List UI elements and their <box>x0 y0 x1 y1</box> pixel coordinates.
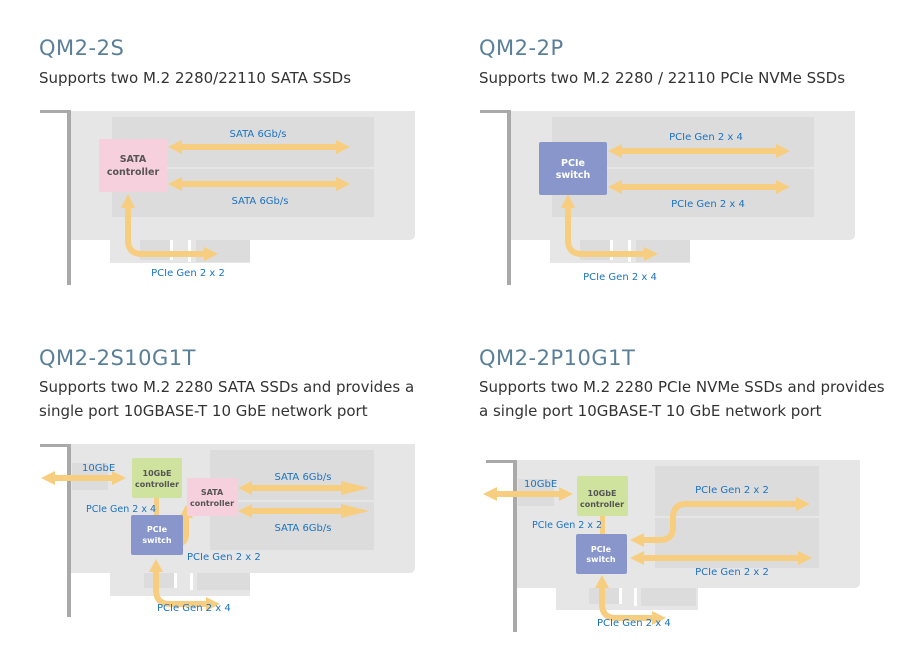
panel-description: Supports two M.2 2280/22110 SATA SSDs <box>39 69 352 87</box>
host-link-arrow <box>565 203 646 257</box>
bracket <box>513 460 517 632</box>
gold-finger <box>197 573 250 590</box>
description-line: single port 10GBASE-T 10 GbE network por… <box>39 402 368 420</box>
ssd-link-arrow-top <box>640 501 800 543</box>
description-line: Supports two M.2 2280 SATA SSDs and prov… <box>39 378 415 396</box>
pcie-switch-chip <box>576 534 627 574</box>
bracket <box>67 444 71 617</box>
link-label: SATA 6Gb/s <box>275 523 332 534</box>
host-link-arrowhead <box>204 247 218 261</box>
double-arrow-bottom <box>238 504 369 518</box>
panel-title: QM2-2S <box>39 36 125 60</box>
chip-label: PCIe <box>147 525 168 534</box>
host-link-arrowhead <box>561 194 575 208</box>
link-label: PCIe Gen 2 x 2 <box>695 567 769 578</box>
panel-title: QM2-2P10G1T <box>479 346 636 370</box>
nic-controller-chip <box>132 458 182 498</box>
host-link-arrowhead <box>595 575 609 588</box>
host-link-arrowhead <box>121 194 135 208</box>
link-label: SATA 6Gb/s <box>232 196 289 207</box>
host-link-label: PCIe Gen 2 x 4 <box>597 618 671 629</box>
network-port-label: 10GbE <box>82 463 115 474</box>
link-label: PCIe Gen 2 x 4 <box>669 132 743 143</box>
bracket <box>67 110 71 285</box>
link-label: PCIe Gen 2 x 4 <box>671 199 745 210</box>
nic-link-line <box>154 498 159 518</box>
host-link-arrowhead <box>652 611 666 625</box>
chip-label: PCIe <box>561 158 585 169</box>
network-double-arrow <box>483 487 573 501</box>
card-diagram-qm2-2s: SATA controller SATA 6Gb/s SATA 6Gb/s PC… <box>40 110 415 285</box>
host-link-arrowhead <box>149 559 163 572</box>
host-link-arrow <box>153 570 208 607</box>
description-line: a single port 10GBASE-T 10 GbE network p… <box>479 402 822 420</box>
gold-finger <box>634 588 637 606</box>
gold-finger <box>619 588 622 604</box>
nic-link-line <box>600 514 605 535</box>
network-double-arrow <box>41 471 126 485</box>
card-diagram-qm2-2p: PCIe switch PCIe Gen 2 x 4 PCIe Gen 2 x … <box>480 110 855 285</box>
host-link-label: PCIe Gen 2 x 4 <box>583 272 657 283</box>
chip-label: PCIe <box>591 545 612 554</box>
ssd-link-arrowhead <box>796 497 810 511</box>
double-arrow-top <box>608 144 790 158</box>
bracket <box>480 110 510 113</box>
chip-label: 10GbE <box>143 469 172 478</box>
chip-label: switch <box>586 555 615 564</box>
chip-label: switch <box>142 536 171 545</box>
link-label: SATA 6Gb/s <box>275 472 332 483</box>
card-diagram-qm2-2s10g1t: 10GbE controller PCIe switch SATA contro… <box>40 444 415 617</box>
chip-label: controller <box>107 167 160 178</box>
chip-label: switch <box>556 170 591 181</box>
ssd-link-arrowhead <box>630 533 644 547</box>
host-link-arrow <box>125 203 206 257</box>
nic-link-label: PCIe Gen 2 x 4 <box>86 504 156 515</box>
bracket <box>507 110 511 285</box>
sata-controller-chip <box>187 478 238 516</box>
card-diagram-qm2-2p10g1t: 10GbE controller PCIe switch 10GbE PCIe … <box>483 460 860 632</box>
host-link-label: PCIe Gen 2 x 4 <box>157 603 231 614</box>
gold-finger <box>174 573 177 588</box>
double-arrow-bottom <box>608 180 790 194</box>
controller-link-label: PCIe Gen 2 x 2 <box>187 552 261 563</box>
double-arrow-top <box>168 140 350 154</box>
chip-label: SATA <box>120 154 147 165</box>
panel-title: QM2-2S10G1T <box>39 346 196 370</box>
host-link-arrowhead <box>644 247 658 261</box>
pcie-switch-chip <box>539 142 607 195</box>
bracket <box>40 444 70 447</box>
chip-label: SATA <box>201 488 224 497</box>
ssd-slot <box>655 466 819 516</box>
gold-finger <box>610 240 613 260</box>
panel-title: QM2-2P <box>479 36 564 60</box>
double-arrow-top <box>238 481 369 495</box>
nic-controller-chip <box>577 476 628 516</box>
chip-label: controller <box>580 500 624 509</box>
double-arrow-bottom <box>630 551 812 565</box>
bracket <box>486 460 516 463</box>
nic-link-label: PCIe Gen 2 x 2 <box>532 520 602 531</box>
link-label: SATA 6Gb/s <box>230 129 287 140</box>
panel-description: Supports two M.2 2280 PCIe NVMe SSDs and… <box>479 375 885 423</box>
chip-label: controller <box>135 480 179 489</box>
chip-label: controller <box>190 499 234 508</box>
double-arrow-bottom <box>168 177 350 191</box>
host-link-arrowhead <box>206 597 220 611</box>
network-port-label: 10GbE <box>524 479 557 490</box>
pcie-switch-chip <box>131 515 183 555</box>
link-label: PCIe Gen 2 x 2 <box>695 485 769 496</box>
panel-description: Supports two M.2 2280 / 22110 PCIe NVMe … <box>479 69 846 87</box>
host-link-label: PCIe Gen 2 x 2 <box>151 268 225 279</box>
gold-finger <box>641 588 696 606</box>
host-link-arrow <box>599 585 654 621</box>
description-line: Supports two M.2 2280 PCIe NVMe SSDs and… <box>479 378 885 396</box>
gold-finger <box>170 240 173 260</box>
sata-controller-chip <box>99 139 167 192</box>
bracket <box>40 110 70 113</box>
chip-label: 10GbE <box>588 489 617 498</box>
gold-finger <box>190 573 193 590</box>
panel-description: Supports two M.2 2280 SATA SSDs and prov… <box>39 375 414 423</box>
